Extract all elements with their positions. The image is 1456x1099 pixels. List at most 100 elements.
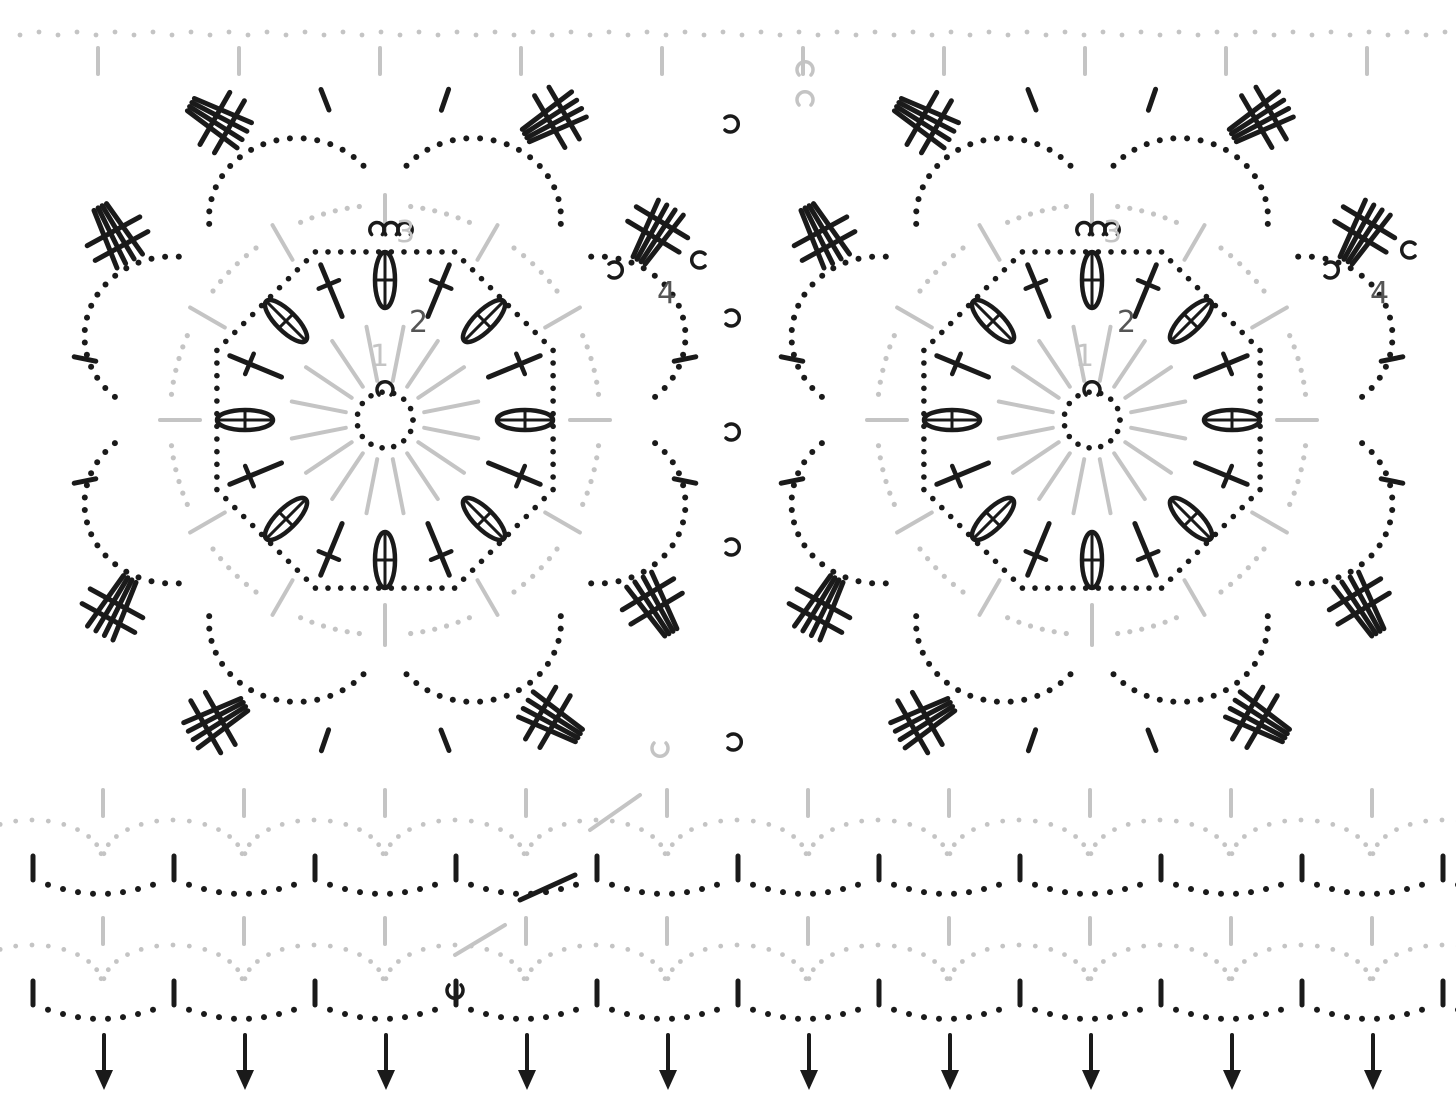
chain-dot	[295, 819, 300, 824]
slip-stitch	[652, 743, 668, 756]
single-crochet	[441, 89, 448, 110]
chain-dot	[1355, 959, 1360, 964]
chain-dot	[401, 585, 407, 591]
chain-dot	[1126, 822, 1131, 827]
faint-spoke	[1100, 459, 1111, 513]
chain-dot	[625, 822, 630, 827]
chain-dot	[684, 889, 690, 895]
chain-dot	[1248, 496, 1254, 502]
chain-dot	[436, 33, 441, 38]
chain-dot	[379, 445, 385, 451]
chain-dot	[75, 889, 81, 895]
chain-dot	[1017, 943, 1022, 948]
chain-dot	[960, 834, 965, 839]
chain-dot	[1011, 258, 1017, 264]
chain-dot	[843, 260, 849, 266]
chain-dot	[1363, 842, 1368, 847]
chain-dot	[1309, 254, 1315, 260]
chain-dot	[342, 886, 348, 892]
chain-dot	[1329, 30, 1334, 35]
chain-dot	[450, 137, 456, 143]
chain-dot	[1222, 842, 1227, 847]
chain-dot	[372, 1016, 378, 1022]
chain-dot	[1344, 827, 1349, 832]
chain-dot	[387, 1016, 393, 1022]
chain-dot	[404, 163, 410, 169]
chain-dot	[1047, 886, 1053, 892]
chain-dot	[325, 249, 331, 255]
chain-dot	[1244, 163, 1250, 169]
chain-dot	[477, 135, 483, 141]
faint-spoke	[897, 513, 932, 533]
chain-dot	[545, 173, 551, 179]
chain-dot	[934, 163, 940, 169]
chain-dot	[993, 559, 999, 565]
chain-dot	[1006, 33, 1011, 38]
arrow-down-icon	[800, 1070, 818, 1090]
slip-stitch	[370, 223, 384, 235]
chain-dot	[376, 967, 381, 972]
chain-dot	[594, 380, 599, 385]
chain-dot	[652, 561, 658, 567]
chain-dot	[789, 340, 795, 346]
chain-dot	[530, 261, 535, 266]
chain-dot	[1093, 842, 1098, 847]
chain-dot	[214, 487, 220, 493]
chain-dot	[1314, 1007, 1320, 1013]
chain-dot	[388, 967, 393, 972]
faint-spoke	[478, 225, 498, 260]
chain-dot	[916, 196, 922, 202]
chain-dot	[363, 585, 369, 591]
chain-dot	[1330, 822, 1335, 827]
chain-dot	[624, 886, 630, 892]
chain-dot	[1248, 889, 1254, 895]
chain-dot	[1126, 947, 1131, 952]
chain-dot	[1158, 943, 1163, 948]
chain-dot	[1067, 401, 1073, 407]
chain-dot	[1323, 578, 1329, 584]
chain-dot	[227, 834, 232, 839]
chain-dot	[751, 944, 756, 949]
chain-dot	[689, 952, 694, 957]
chain-dot	[363, 249, 369, 255]
chain-dot	[151, 30, 156, 35]
chain-dot	[470, 567, 476, 573]
chain-dot	[1141, 819, 1146, 824]
chain-dot	[807, 851, 812, 856]
round-labels: 3 2 1 4 3 2 1 4	[370, 215, 1389, 374]
chain-dot	[1159, 585, 1165, 591]
chain-dot	[580, 333, 585, 338]
chain-dot	[676, 531, 682, 537]
chain-dot	[1139, 208, 1144, 213]
chain-dot	[467, 220, 472, 225]
chain-dot	[1144, 141, 1150, 147]
chain-dot	[780, 1014, 786, 1020]
chain-dot	[1120, 33, 1125, 38]
chain-dot	[780, 889, 786, 895]
chain-dot	[120, 889, 126, 895]
chain-dot	[765, 1011, 771, 1017]
chain-dot	[948, 321, 954, 327]
chain-dot	[1265, 221, 1271, 227]
chain-dot	[484, 822, 489, 827]
chain-dot	[921, 487, 927, 493]
double-crochet	[1135, 524, 1156, 576]
chain-dot	[1299, 467, 1304, 472]
chain-dot	[432, 882, 438, 888]
chain-dot	[1230, 976, 1235, 981]
chain-dot	[214, 373, 220, 379]
chain-dot	[171, 943, 176, 948]
chain-dot	[766, 947, 771, 952]
chain-dot	[1344, 1014, 1350, 1020]
chain-dot	[139, 947, 144, 952]
round-label-2: 2	[1117, 305, 1136, 340]
chain-dot	[921, 386, 927, 392]
chain-dot	[235, 967, 240, 972]
chain-dot	[1282, 819, 1287, 824]
chain-dot	[532, 505, 538, 511]
chain-dot	[90, 891, 96, 897]
chain-dot	[1137, 1007, 1143, 1013]
chain-dot	[1108, 438, 1114, 444]
chain-dot	[216, 827, 221, 832]
chain-dot	[1267, 947, 1272, 952]
